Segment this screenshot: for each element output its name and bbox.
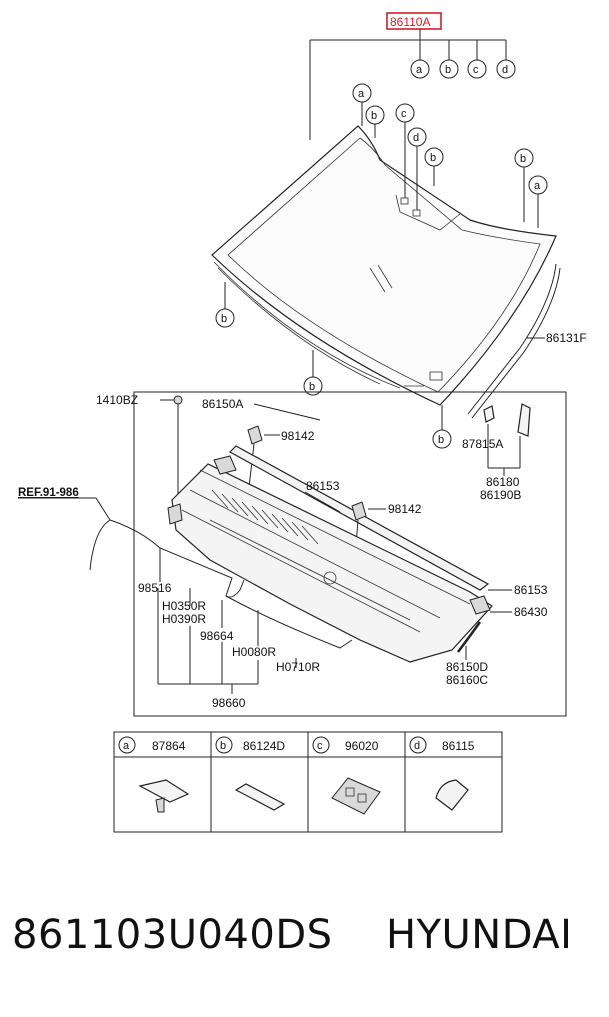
- svg-text:b: b: [445, 64, 451, 76]
- footer-part-number: 861103U040DS: [12, 912, 333, 958]
- label-98142-right[interactable]: 98142: [388, 502, 422, 516]
- label-H0390R[interactable]: H0390R: [162, 612, 206, 626]
- svg-text:b: b: [309, 381, 315, 393]
- legend-cell-c[interactable]: c 96020: [312, 736, 381, 815]
- svg-text:b: b: [221, 313, 227, 325]
- svg-text:d: d: [413, 132, 419, 144]
- svg-text:b: b: [438, 434, 444, 446]
- label-1410BZ[interactable]: 1410BZ: [96, 393, 138, 407]
- callout-b-windshield-top[interactable]: b: [365, 105, 385, 138]
- label-H0080R[interactable]: H0080R: [232, 645, 276, 659]
- label-86153-top[interactable]: 86153: [306, 479, 340, 493]
- svg-text:b: b: [520, 153, 526, 165]
- legend-cell-a[interactable]: a 87864: [118, 736, 190, 813]
- ref-91-986[interactable]: REF.91-986: [18, 487, 79, 499]
- svg-text:c: c: [473, 64, 479, 76]
- label-98516[interactable]: 98516: [138, 581, 172, 595]
- callout-b-windshield-bottom[interactable]: b: [303, 350, 323, 396]
- end-cap-86430[interactable]: [469, 595, 512, 615]
- callout-a-windshield-right[interactable]: a: [528, 175, 548, 228]
- washer-hose-assembly[interactable]: [89, 519, 353, 649]
- footer-brand: HYUNDAI: [386, 912, 573, 958]
- main-part-box[interactable]: [386, 12, 442, 30]
- label-98660[interactable]: 98660: [212, 696, 246, 710]
- callout-b-main[interactable]: b: [439, 59, 459, 79]
- main-callout-tree: [309, 29, 507, 140]
- legend-cell-d[interactable]: d 86115: [409, 736, 475, 811]
- svg-text:a: a: [534, 180, 541, 192]
- svg-text:96020: 96020: [345, 739, 379, 753]
- hose-leader-lines: [157, 588, 297, 694]
- svg-text:86124D: 86124D: [243, 739, 285, 753]
- label-86190B[interactable]: 86190B: [480, 488, 521, 502]
- label-98664[interactable]: 98664: [200, 629, 234, 643]
- svg-text:b: b: [220, 740, 226, 752]
- callout-b-windshield-lower[interactable]: b: [432, 405, 452, 449]
- svg-text:b: b: [430, 152, 436, 164]
- callout-c-windshield[interactable]: c: [395, 103, 415, 205]
- svg-text:c: c: [317, 740, 323, 752]
- label-86150A[interactable]: 86150A: [202, 397, 243, 411]
- callout-d-main[interactable]: d: [496, 59, 516, 79]
- molding-strip[interactable]: [467, 263, 557, 415]
- main-part-label: 86110A: [390, 15, 430, 29]
- svg-text:a: a: [358, 88, 365, 100]
- label-98142-top[interactable]: 98142: [281, 429, 315, 443]
- svg-text:c: c: [401, 108, 407, 120]
- label-86160C[interactable]: 86160C: [446, 673, 488, 687]
- svg-text:a: a: [416, 64, 423, 76]
- callout-a-main[interactable]: a: [410, 59, 430, 79]
- svg-text:86115: 86115: [442, 739, 475, 753]
- cowl-vent-grille: [211, 489, 319, 545]
- svg-text:b: b: [371, 110, 377, 122]
- svg-text:87864: 87864: [152, 739, 186, 753]
- windshield-glass[interactable]: [211, 125, 557, 406]
- cowl-section-frame: [133, 391, 567, 717]
- svg-text:d: d: [414, 740, 420, 752]
- callout-d-windshield[interactable]: d: [407, 127, 427, 217]
- label-H0710R[interactable]: H0710R: [276, 660, 320, 674]
- callout-a-windshield-top[interactable]: a: [352, 83, 372, 126]
- legend-table: [113, 731, 503, 833]
- callout-b-windshield-left[interactable]: b: [215, 282, 235, 328]
- svg-text:a: a: [123, 740, 130, 752]
- cowl-panel-86150A[interactable]: [167, 455, 493, 663]
- label-86131F[interactable]: 86131F: [546, 331, 587, 345]
- legend-cell-b[interactable]: b 86124D: [215, 736, 285, 811]
- label-86150D[interactable]: 86150D: [446, 660, 488, 674]
- callout-b-windshield-mid[interactable]: b: [424, 147, 444, 186]
- clip-1410BZ[interactable]: [160, 395, 183, 500]
- label-86430[interactable]: 86430: [514, 605, 548, 619]
- label-86153-right[interactable]: 86153: [514, 583, 548, 597]
- svg-text:d: d: [502, 64, 508, 76]
- parts-diagram: 86110A a b c d a: [18, 12, 587, 833]
- seal-86150D[interactable]: [456, 621, 482, 660]
- callout-c-main[interactable]: c: [467, 59, 487, 79]
- label-87815A[interactable]: 87815A: [462, 437, 503, 451]
- callout-b-windshield-right[interactable]: b: [514, 148, 534, 222]
- label-86180[interactable]: 86180: [486, 475, 520, 489]
- label-H0350R[interactable]: H0350R: [162, 599, 206, 613]
- bracket-87815A[interactable]: [483, 403, 531, 476]
